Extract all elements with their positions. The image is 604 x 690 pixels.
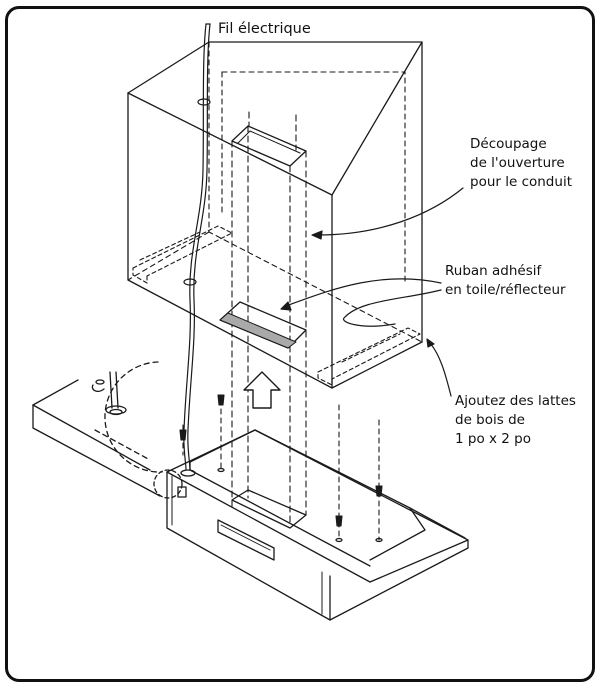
cabinet-box [127, 41, 423, 389]
electrical-wire [183, 23, 211, 471]
leader-lines [280, 187, 464, 397]
cutout-label: Découpage de l'ouverture pour le conduit [470, 136, 572, 190]
diagram-frame [5, 6, 595, 682]
tape-label: Ruban adhésif en toile/réflecteur [445, 263, 566, 298]
up-arrow-icon [243, 371, 281, 409]
duct-cutout-top [231, 125, 307, 167]
mounting-screws [179, 394, 383, 541]
duct-vertical [231, 111, 307, 526]
detail-callout [32, 361, 183, 499]
cabinet-battens [132, 225, 421, 386]
battens-label: Ajoutez des lattes de bois de 1 po x 2 p… [455, 393, 576, 447]
duct-cutout-bottom [219, 301, 307, 349]
foil-tape [219, 312, 297, 349]
range-hood [166, 429, 469, 621]
electrical-wire-label: Fil électrique [218, 21, 311, 37]
